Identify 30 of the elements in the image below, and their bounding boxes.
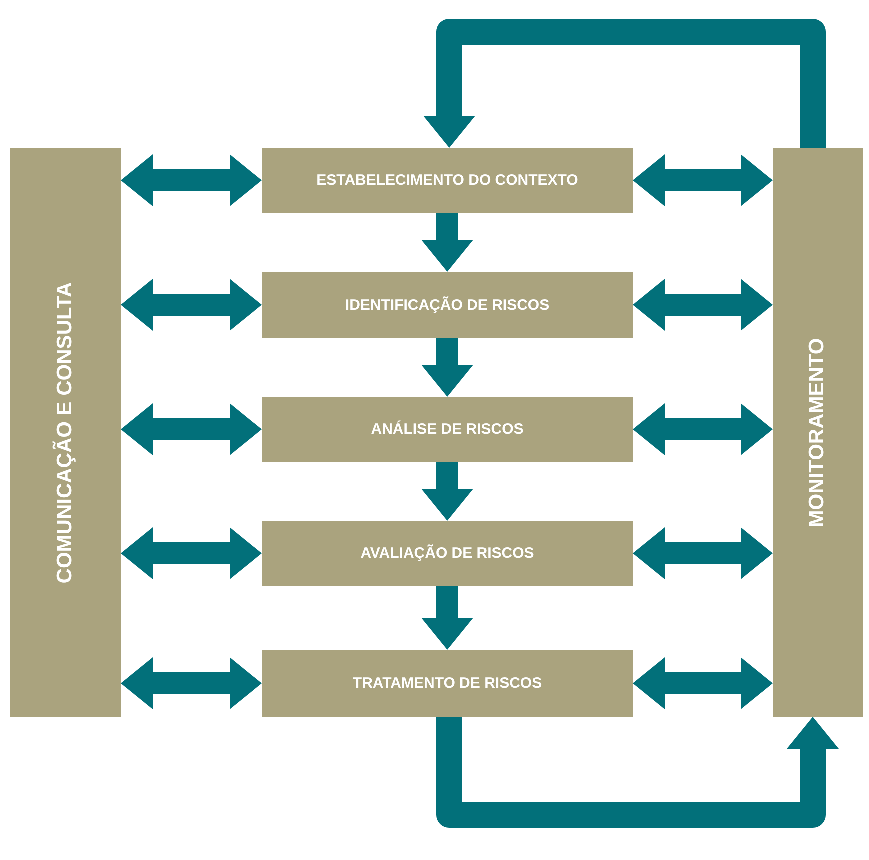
arrow <box>121 658 262 710</box>
arrow <box>121 528 262 580</box>
side-bar <box>773 148 863 717</box>
process-box <box>262 521 633 586</box>
arrow <box>633 279 773 331</box>
arrow <box>422 462 474 521</box>
node-label: IDENTIFICAÇÃO DE RISCOS <box>345 296 550 314</box>
arrow <box>633 528 773 580</box>
node-label: ANÁLISE DE RISCOS <box>371 421 524 438</box>
node-label: ESTABELECIMENTO DO CONTEXTO <box>316 172 578 189</box>
process-box <box>262 148 633 213</box>
arrow <box>422 213 474 272</box>
arrow <box>422 586 474 650</box>
process-box <box>262 650 633 717</box>
arrow <box>633 154 773 206</box>
arrow <box>121 154 262 206</box>
arrow <box>424 19 826 148</box>
arrow <box>633 658 773 710</box>
arrow <box>121 279 262 331</box>
arrow <box>422 338 474 397</box>
process-box <box>262 397 633 462</box>
node-label: MONITORAMENTO <box>806 338 830 528</box>
process-box <box>262 272 633 338</box>
arrow <box>436 717 839 828</box>
node-label: TRATAMENTO DE RISCOS <box>352 675 542 692</box>
side-bar <box>10 148 121 717</box>
arrow <box>121 404 262 456</box>
node-label: COMUNICAÇÃO E CONSULTA <box>54 282 78 584</box>
arrow <box>633 404 773 456</box>
node-label: AVALIAÇÃO DE RISCOS <box>360 545 534 562</box>
